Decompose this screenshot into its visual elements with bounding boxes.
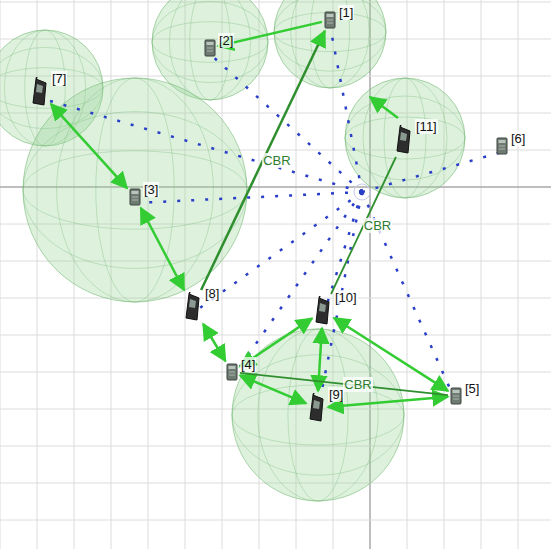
broadcast-line: [330, 26, 362, 192]
broadcast-line: [362, 192, 456, 402]
server-node: [5]: [450, 387, 462, 405]
radio-range: [274, 0, 386, 88]
broadcast-line: [210, 54, 362, 192]
mobile-node: [8]: [184, 292, 202, 322]
node-id-label: [1]: [338, 5, 354, 20]
server-node: [1]: [324, 11, 336, 29]
node-id-label: [4]: [240, 357, 256, 372]
mobile-node: [11]: [395, 125, 413, 155]
edge-label: CBR: [343, 377, 372, 392]
link-arrow: [141, 208, 184, 290]
packet-arrow: [370, 97, 398, 118]
broadcast-lines: [40, 26, 502, 414]
grid-line: [0, 2, 551, 3]
traffic-flow: [201, 31, 325, 290]
mobile-node: [10]: [314, 296, 332, 326]
phone-icon: [314, 296, 332, 326]
broadcast-line: [135, 192, 362, 203]
server-node: [2]: [204, 39, 216, 57]
hub-marker: [354, 184, 370, 200]
phone-icon: [395, 125, 413, 155]
link-arrow: [328, 397, 448, 407]
mobile-node: [7]: [31, 77, 49, 107]
node-id-label: [8]: [204, 286, 220, 301]
node-id-label: [10]: [334, 290, 358, 305]
node-id-label: [7]: [51, 71, 67, 86]
server-icon: [204, 39, 216, 57]
server-icon: [496, 137, 508, 155]
grid-line: [444, 0, 445, 549]
server-icon: [129, 188, 141, 206]
mobile-node: [9]: [308, 393, 326, 423]
edge-label: CBR: [262, 153, 291, 168]
phone-icon: [184, 292, 202, 322]
server-icon: [450, 387, 462, 405]
node-id-label: [5]: [464, 381, 480, 396]
server-icon: [324, 11, 336, 29]
broadcast-line: [323, 192, 362, 317]
link-arrow: [203, 324, 225, 361]
node-id-label: [6]: [510, 131, 526, 146]
broadcast-line: [40, 98, 362, 192]
node-id-label: [9]: [328, 387, 344, 402]
grid-line: [0, 520, 551, 521]
link-arrow: [51, 104, 127, 188]
grid-line: [0, 335, 551, 336]
phone-icon: [308, 393, 326, 423]
grid-line: [481, 0, 482, 549]
server-node: [4]: [226, 363, 238, 381]
server-node: [6]: [496, 137, 508, 155]
broadcast-line: [232, 192, 362, 378]
radio-range: [23, 78, 247, 302]
link-arrow: [334, 318, 448, 391]
traffic-flow: [331, 157, 396, 294]
edge-label: CBR: [363, 218, 392, 233]
grid-line: [518, 0, 519, 549]
node-id-label: [2]: [218, 33, 234, 48]
server-node: [3]: [129, 188, 141, 206]
grid-line: [0, 298, 551, 299]
node-id-label: [3]: [143, 182, 159, 197]
server-icon: [226, 363, 238, 381]
phone-icon: [31, 77, 49, 107]
node-id-label: [11]: [415, 119, 438, 134]
